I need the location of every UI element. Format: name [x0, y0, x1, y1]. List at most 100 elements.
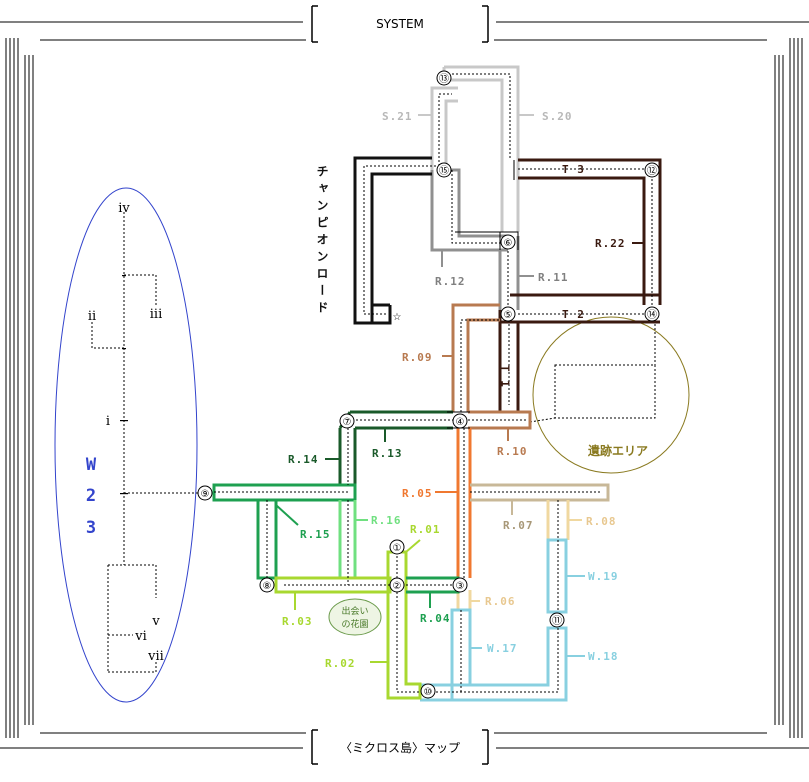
route-r01-r02	[386, 550, 422, 700]
garden-of-encounters: 出会い の花園	[328, 598, 382, 636]
node-10-label: ⑩	[424, 687, 433, 698]
w23-label-w: W	[86, 455, 97, 475]
route-r07	[470, 483, 610, 502]
node-9-label: ⑨	[201, 489, 210, 500]
label-r08: R.08	[586, 515, 617, 528]
ruins-area-label: 遺跡エリア	[587, 443, 648, 458]
node-15-label: ⑮	[439, 165, 449, 177]
w23-roman-vi: vi	[134, 629, 147, 644]
node-13-label: ⑬	[439, 73, 449, 85]
location-nodes: ⑬ ⑮ ⑫ ⑥ ⑤ ⑭ ⑦ ④ ⑨ ① ⑧ ② ③ ⑪ ⑩ ☆	[197, 70, 660, 699]
garden-label-line1: 出会い	[341, 605, 368, 617]
node-13[interactable]: ⑬	[436, 70, 452, 86]
label-t3: T 3	[562, 163, 585, 176]
label-r16: R.16	[371, 514, 402, 527]
node-7-label: ⑦	[343, 417, 352, 428]
route-r12	[430, 168, 508, 252]
node-8[interactable]: ⑧	[259, 577, 275, 593]
label-r02: R.02	[325, 657, 356, 670]
route-s21	[430, 86, 458, 170]
label-t2: T 2	[562, 308, 585, 321]
node-8-label: ⑧	[263, 581, 272, 592]
node-4-label: ④	[456, 417, 465, 428]
label-r15: R.15	[300, 528, 331, 541]
w23-label-2: 2	[86, 486, 96, 506]
route-r09	[451, 303, 500, 412]
route-junctions	[447, 160, 519, 429]
w23-area: iv ii iii i v vi vii W 2 3	[54, 187, 200, 703]
node-6[interactable]: ⑥	[500, 234, 516, 250]
label-r05: R.05	[402, 487, 433, 500]
route-t3-r22	[510, 158, 662, 305]
label-r07: R.07	[503, 519, 534, 532]
w23-roman-vii: vii	[147, 649, 164, 664]
route-champion-road	[353, 156, 432, 325]
label-r04: R.04	[420, 612, 451, 625]
label-r06: R.06	[485, 595, 516, 608]
label-w19: W.19	[588, 570, 619, 583]
ruins-area: 遺跡エリア	[529, 316, 690, 474]
label-r03: R.03	[282, 615, 313, 628]
node-star[interactable]: ☆	[393, 312, 402, 323]
node-12-label: ⑫	[647, 165, 657, 177]
label-r22: R.22	[595, 237, 626, 250]
garden-label-line2: の花園	[341, 618, 368, 630]
header-title: SYSTEM	[376, 17, 424, 31]
label-w17: W.17	[487, 642, 518, 655]
node-15[interactable]: ⑮	[436, 162, 452, 178]
w23-roman-v: v	[151, 614, 160, 629]
route-r05	[456, 428, 472, 578]
label-leaders	[275, 114, 644, 663]
label-r11: R.11	[538, 271, 569, 284]
label-t1: T 1	[499, 365, 512, 388]
route-w17-w18-w19	[420, 538, 568, 702]
label-r13: R.13	[372, 447, 403, 460]
label-r14: R.14	[288, 453, 319, 466]
label-r12: R.12	[435, 275, 466, 288]
label-w18: W.18	[588, 650, 619, 663]
node-1[interactable]: ①	[389, 539, 405, 555]
route-labels: S.21 S.20 T 3 R.22 R.12 R.11 T 2 T 1 R.0…	[282, 110, 626, 670]
node-5[interactable]: ⑤	[500, 306, 516, 322]
map-frame	[0, 21, 809, 749]
w23-roman-i: i	[106, 414, 110, 429]
label-r01: R.01	[410, 523, 441, 536]
node-3[interactable]: ③	[452, 577, 468, 593]
route-r16	[338, 500, 357, 578]
label-r10: R.10	[497, 445, 528, 458]
label-s20: S.20	[542, 110, 573, 123]
node-1-label: ①	[393, 543, 402, 554]
node-6-label: ⑥	[504, 238, 513, 249]
footer-title-box: 〈ミクロス島〉マップ	[311, 729, 489, 765]
label-r09: R.09	[402, 351, 433, 364]
node-2-label: ②	[393, 581, 402, 592]
route-r06	[456, 590, 472, 610]
node-5-label: ⑤	[504, 310, 513, 321]
node-11-label: ⑪	[552, 615, 562, 627]
w23-label-3: 3	[86, 518, 96, 538]
node-3-label: ③	[456, 581, 465, 592]
champion-road-label: チャンピオンロード	[315, 165, 329, 318]
footer-title: 〈ミクロス島〉マップ	[340, 740, 460, 755]
w23-roman-ii: ii	[88, 309, 96, 324]
node-4[interactable]: ④	[452, 413, 468, 429]
w23-roman-iv: iv	[118, 201, 130, 216]
node-9[interactable]: ⑨	[197, 485, 213, 501]
w23-roman-iii: iii	[150, 307, 162, 322]
node-12[interactable]: ⑫	[644, 162, 660, 178]
node-10[interactable]: ⑩	[420, 683, 436, 699]
node-11[interactable]: ⑪	[549, 612, 565, 628]
node-7[interactable]: ⑦	[339, 413, 355, 429]
route-r03	[274, 576, 392, 594]
node-2[interactable]: ②	[389, 577, 405, 593]
route-s20	[442, 65, 520, 232]
node-14-label: ⑭	[647, 309, 657, 321]
node-14[interactable]: ⑭	[644, 306, 660, 322]
label-s21: S.21	[382, 110, 413, 123]
route-r15	[212, 483, 357, 580]
star-icon: ☆	[393, 312, 402, 323]
route-t2-t1	[498, 310, 660, 414]
route-r10	[468, 410, 532, 430]
header-title-box: SYSTEM	[311, 5, 489, 43]
